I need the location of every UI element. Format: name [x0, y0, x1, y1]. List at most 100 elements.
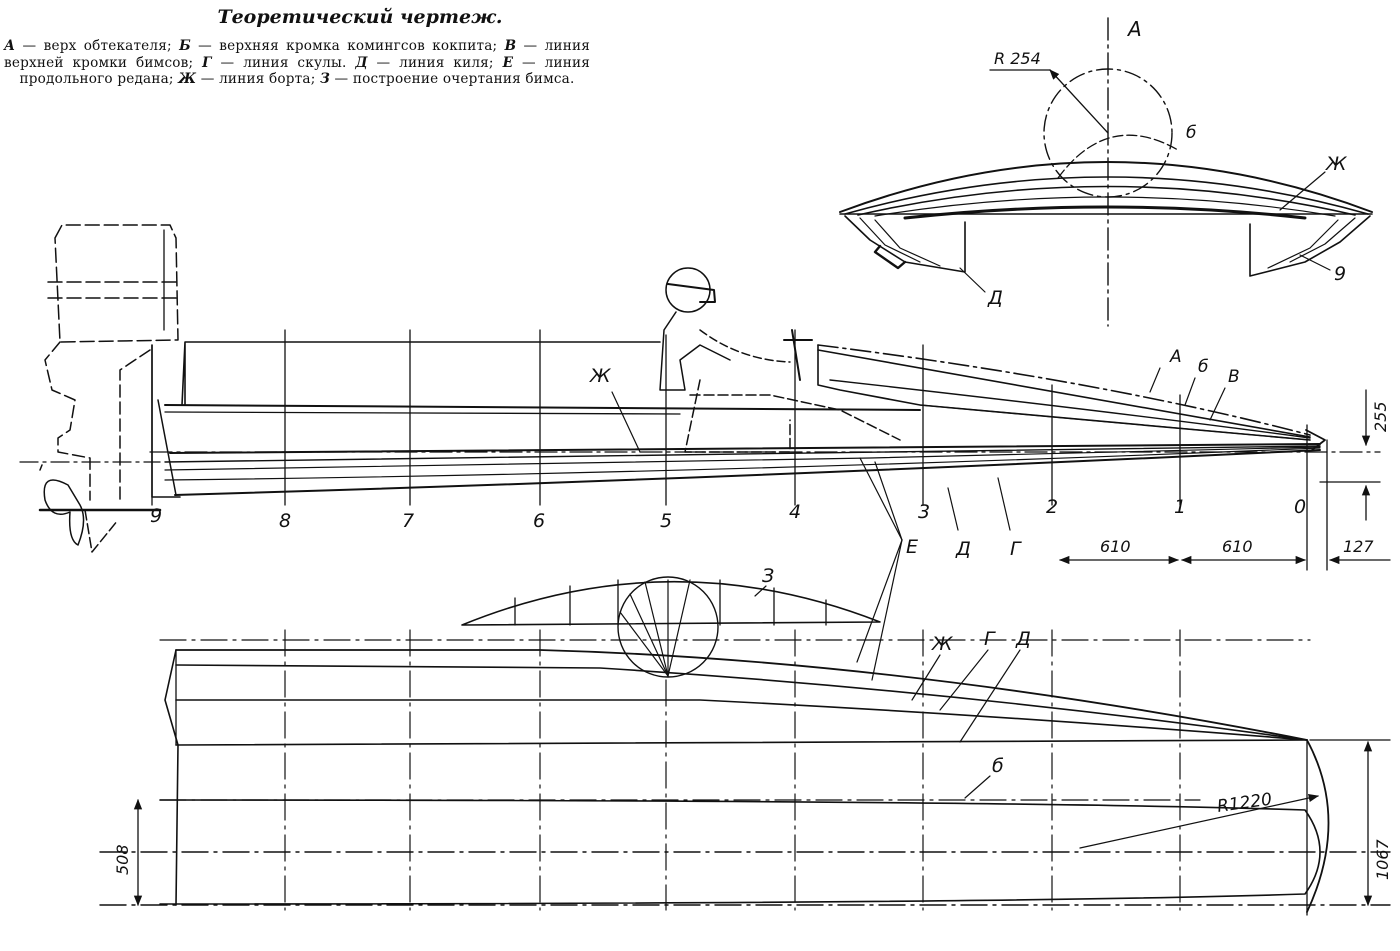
- motor-leg: [44, 341, 151, 501]
- left-sponson-chine: [873, 244, 907, 270]
- drawing-title: Теоретический чертеж.: [217, 6, 503, 28]
- step-line-e: [164, 445, 1321, 463]
- beam-label-z: З: [762, 565, 774, 587]
- legend-text-d: — линия киля;: [367, 54, 503, 71]
- deck-arc-4: [874, 196, 1336, 217]
- beam-ray-4: [667, 579, 691, 677]
- fairing-plan-b: [159, 799, 1321, 905]
- deck-fwd-lower: [919, 404, 1311, 441]
- section-label-zh: Ж: [1325, 153, 1348, 175]
- plan-label-g: Г: [984, 628, 996, 650]
- plan-view: Ж Г Д б R1220 508 1067: [99, 628, 1392, 916]
- pilot-legs: [689, 394, 901, 441]
- legend-key-g: Г: [202, 54, 212, 71]
- profile-label-a: А: [1169, 347, 1182, 367]
- plan-transom: [164, 649, 179, 906]
- z-leader: [754, 585, 767, 597]
- profile-label-e: Е: [906, 536, 918, 558]
- deck-fwd: [817, 344, 1311, 441]
- pilot-helmet-icon: [665, 267, 711, 313]
- side-profile-view: 9 8 7 6 5 4 3 2 1 0 А б В Ж Е Д Г 610 61…: [149, 267, 1391, 681]
- plan-keel-d: [175, 699, 1308, 741]
- e-leader-2: [874, 461, 903, 541]
- motor-skeg: [84, 509, 119, 553]
- left-sponson-line-2: [874, 219, 941, 267]
- e-leader-4: [871, 539, 903, 681]
- legend-key-d: Д: [355, 54, 368, 71]
- station-label-8: 8: [279, 510, 291, 532]
- beam-ray-1: [619, 611, 669, 677]
- station-label-2: 2: [1046, 496, 1058, 518]
- legend-text-g: — линия скулы.: [211, 54, 356, 71]
- sheer-line-zh: [164, 404, 921, 411]
- motor-tick: [39, 464, 43, 471]
- station-label-5: 5: [660, 510, 672, 532]
- dim-label-255: 255: [1371, 401, 1390, 432]
- body-section-view: А б Ж Д 9 R 254: [839, 17, 1373, 327]
- left-sponson: [844, 215, 966, 273]
- section-label-d: Д: [987, 287, 1003, 309]
- profile-label-v: В: [1228, 367, 1240, 387]
- station-label-0: 0: [1294, 496, 1306, 518]
- legend-text-e: — линия продольного редана;: [19, 54, 590, 88]
- keel-line-d: [174, 449, 1321, 496]
- dim-label-127: 127: [1343, 537, 1374, 556]
- e-leader-1: [859, 457, 903, 541]
- dim-label-1067: 1067: [1373, 838, 1392, 880]
- plan-label-zh: Ж: [931, 633, 954, 655]
- pilot-arm: [699, 329, 791, 363]
- legend-key-e: Е: [502, 54, 514, 71]
- coaming-line-b: [817, 349, 1311, 438]
- dim-label-508: 508: [113, 844, 132, 875]
- legend-text-b: — верхняя кромка комингсов кокпита;: [190, 38, 505, 54]
- deck-arc-3: [857, 185, 1356, 216]
- b-leader: [1184, 377, 1196, 406]
- dim-label-610-2: 610: [1222, 537, 1253, 556]
- right-sponson-line-2: [1267, 219, 1339, 269]
- left-sponson-line-1: [859, 217, 921, 263]
- station-label-3: 3: [918, 501, 930, 523]
- v-leader: [1209, 387, 1226, 421]
- fairing-top-a: [817, 344, 1311, 436]
- plan-label-b: б: [992, 755, 1004, 777]
- profile-label-d: Д: [955, 538, 971, 560]
- e-leader-3: [856, 539, 903, 663]
- legend-text-zh: — линия борта;: [196, 71, 321, 87]
- step-line-e2: [164, 446, 1321, 471]
- right-sponson-leader: [1299, 254, 1331, 271]
- fairing-radius-label: R 254: [994, 49, 1041, 68]
- pilot-body: [659, 311, 731, 391]
- legend: А — верх обтекателя; Б — верхняя кромка …: [4, 38, 590, 88]
- beam-line-v: [829, 379, 1311, 439]
- dim-label-610-1: 610: [1100, 537, 1131, 556]
- g-leader-plan: [939, 649, 989, 711]
- legend-key-zh: Ж: [178, 71, 197, 87]
- transom-sponson: [157, 399, 177, 496]
- steering-wheel: [783, 329, 813, 381]
- d-leader-plan: [959, 649, 1021, 743]
- zh-leader-profile: [611, 391, 641, 453]
- legend-key-a: А: [4, 38, 16, 54]
- legend-key-b: Б: [179, 38, 191, 54]
- fairing-arc: [1057, 134, 1179, 179]
- plan-sheer-zh: [175, 649, 1308, 741]
- zh-leader-section: [1279, 171, 1326, 211]
- pilot-figure: [659, 267, 901, 453]
- beam-construction: З: [461, 565, 881, 678]
- g-leader-profile: [997, 477, 1011, 531]
- plan-step-line: [175, 739, 1308, 746]
- legend-text-v: — линия верхней кромки бимсов;: [4, 38, 590, 71]
- chine-line-g: [169, 443, 1321, 454]
- station-label-4: 4: [789, 501, 801, 523]
- station-label-9: 9: [150, 505, 162, 527]
- pilot-goggles: [667, 283, 716, 303]
- cockpit-coaming: [181, 341, 661, 406]
- legend-text-a: — верх обтекателя;: [15, 38, 180, 54]
- station-label-7: 7: [402, 510, 414, 532]
- legend-key-v: В: [504, 38, 517, 54]
- beam-ray-3: [644, 581, 669, 677]
- profile-label-g: Г: [1010, 538, 1022, 560]
- step-line-e3: [164, 447, 1321, 481]
- propeller-icon: [43, 479, 85, 546]
